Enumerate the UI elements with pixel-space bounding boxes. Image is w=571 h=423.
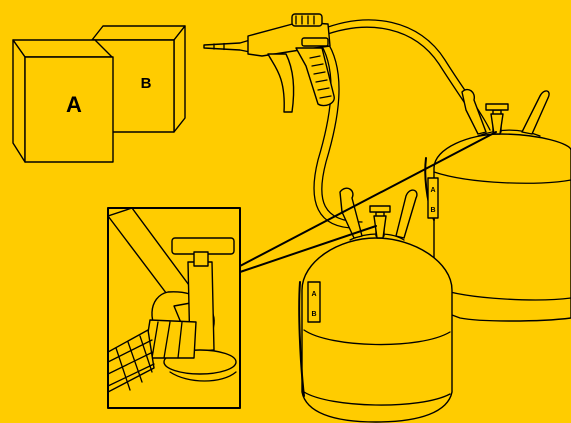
spray-gun bbox=[204, 14, 334, 112]
box-a: A bbox=[13, 40, 113, 162]
cylinder-back-mark-a: A bbox=[430, 187, 435, 194]
cylinder-front-mark-b: B bbox=[311, 311, 316, 318]
box-a-label: A bbox=[66, 92, 82, 117]
cylinder-front-mark-a: A bbox=[311, 291, 316, 298]
box-b-label: B bbox=[141, 75, 152, 92]
detail-inset bbox=[108, 208, 240, 408]
cylinder-back-mark-b: B bbox=[430, 207, 435, 214]
